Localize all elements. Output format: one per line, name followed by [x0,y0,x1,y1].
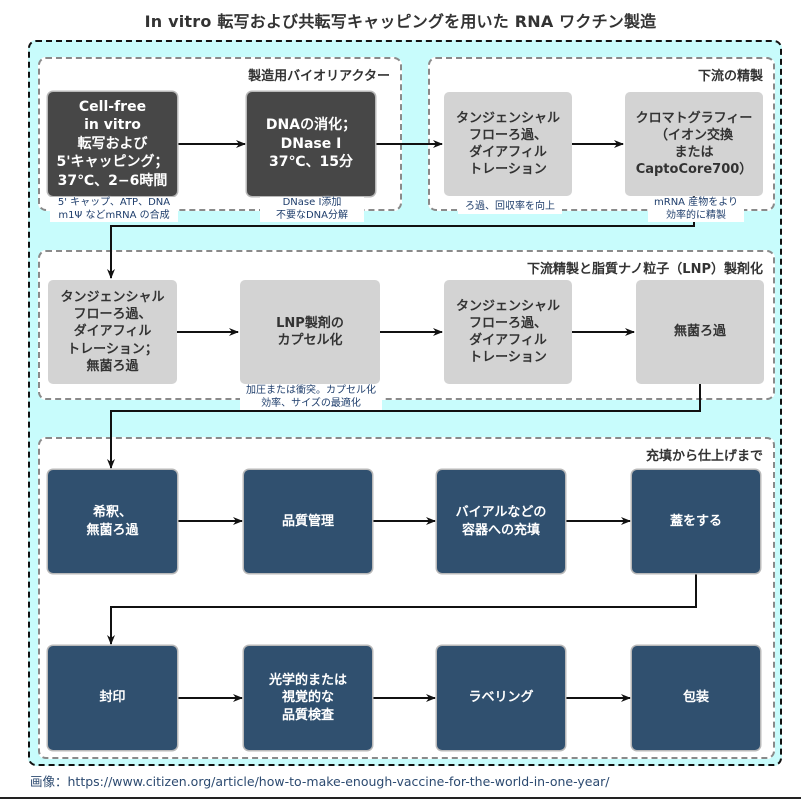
step-tff-diafiltration-2: タンジェンシャル フローろ過、 ダイアフィル トレーション [444,280,572,384]
step-quality-control: 品質管理 [244,470,372,573]
step-cell-free-transcription: Cell-free in vitro 転写および 5'キャッピング； 37℃、2… [48,92,177,196]
step-sterile-filtration: 無菌ろ過 [636,280,764,384]
step-packaging: 包装 [632,646,760,750]
step-labeling: ラベリング [437,646,565,750]
step-tff-sterile-filtration: タンジェンシャル フローろ過、 ダイアフィル トレーション； 無菌ろ過 [48,280,177,384]
step-lnp-encapsulation: LNP製剤の カプセル化 [240,280,380,384]
step-tff-diafiltration: タンジェンシャル フローろ過、 ダイアフィル トレーション [444,92,572,196]
section-title: 下流の精製 [697,69,763,84]
section-title: 製造用バイオリアクター [248,69,390,84]
step-capping: 蓋をする [632,470,760,573]
step-note: 5' キャップ、ATP、DNA m1Ψ などmRNA の合成 [50,197,178,222]
section-title: 充填から仕上げまで [645,449,763,464]
step-note: DNase I添加 不要なDNA分解 [260,197,364,222]
step-note: ろ過、回収率を向上 [458,201,562,214]
step-dilution-filtration: 希釈、 無菌ろ過 [48,470,177,573]
step-chromatography: クロマトグラフィー （イオン交換 または CaptoCore700） [625,92,763,196]
step-sealing: 封印 [48,646,177,750]
section-title: 下流精製と脂質ナノ粒子（LNP）製剤化 [526,262,763,277]
diagram-title: In vitro 転写および共転写キャッピングを用いた RNA ワクチン製造 [144,12,657,31]
image-credit: 画像：https://www.citizen.org/article/how-t… [30,774,610,789]
step-note: mRNA 産物をより 効率的に精製 [648,197,744,222]
bottom-divider [0,797,801,799]
step-note: 加圧または衝突。カプセル化 効率、サイズの最適化 [240,385,382,410]
step-vial-filling: バイアルなどの 容器への充填 [437,470,565,573]
step-dna-digestion: DNAの消化； DNase I 37℃、15分 [247,92,375,196]
step-visual-inspection: 光学的または 視覚的な 品質検査 [244,646,372,750]
